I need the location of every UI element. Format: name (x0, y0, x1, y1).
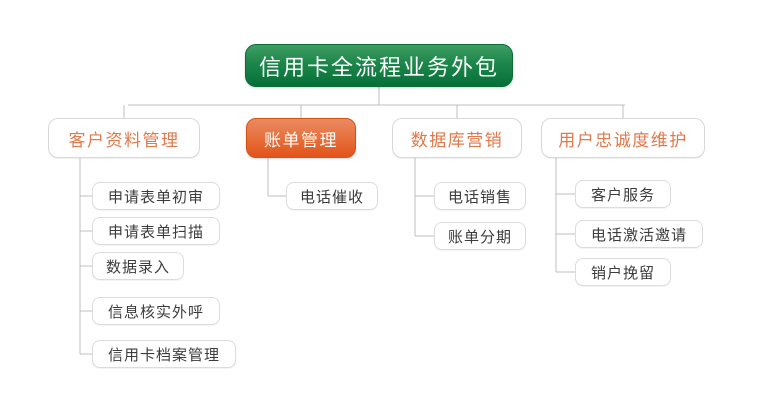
node-root[interactable]: 信用卡全流程业务外包 (245, 44, 513, 87)
node-customer-data-management-child-4[interactable]: 信息核实外呼 (92, 297, 220, 325)
node-database-marketing-child-1[interactable]: 电话销售 (434, 182, 526, 210)
node-billing-management[interactable]: 账单管理 (246, 118, 356, 158)
node-database-marketing[interactable]: 数据库营销 (392, 118, 522, 158)
node-billing-management-child-1[interactable]: 电话催收 (286, 182, 378, 210)
node-customer-data-management-child-1[interactable]: 申请表单初审 (92, 182, 220, 210)
node-user-loyalty-maintenance-child-2[interactable]: 电话激活邀请 (575, 220, 703, 248)
node-customer-data-management-child-5[interactable]: 信用卡档案管理 (92, 340, 236, 368)
node-database-marketing-child-2[interactable]: 账单分期 (434, 222, 526, 250)
node-user-loyalty-maintenance-child-3[interactable]: 销户挽留 (575, 258, 671, 286)
node-user-loyalty-maintenance-child-1[interactable]: 客户服务 (575, 180, 671, 208)
node-user-loyalty-maintenance[interactable]: 用户忠诚度维护 (541, 118, 705, 158)
node-customer-data-management[interactable]: 客户资料管理 (48, 118, 200, 158)
node-customer-data-management-child-3[interactable]: 数据录入 (92, 252, 184, 280)
node-customer-data-management-child-2[interactable]: 申请表单扫描 (92, 217, 220, 245)
